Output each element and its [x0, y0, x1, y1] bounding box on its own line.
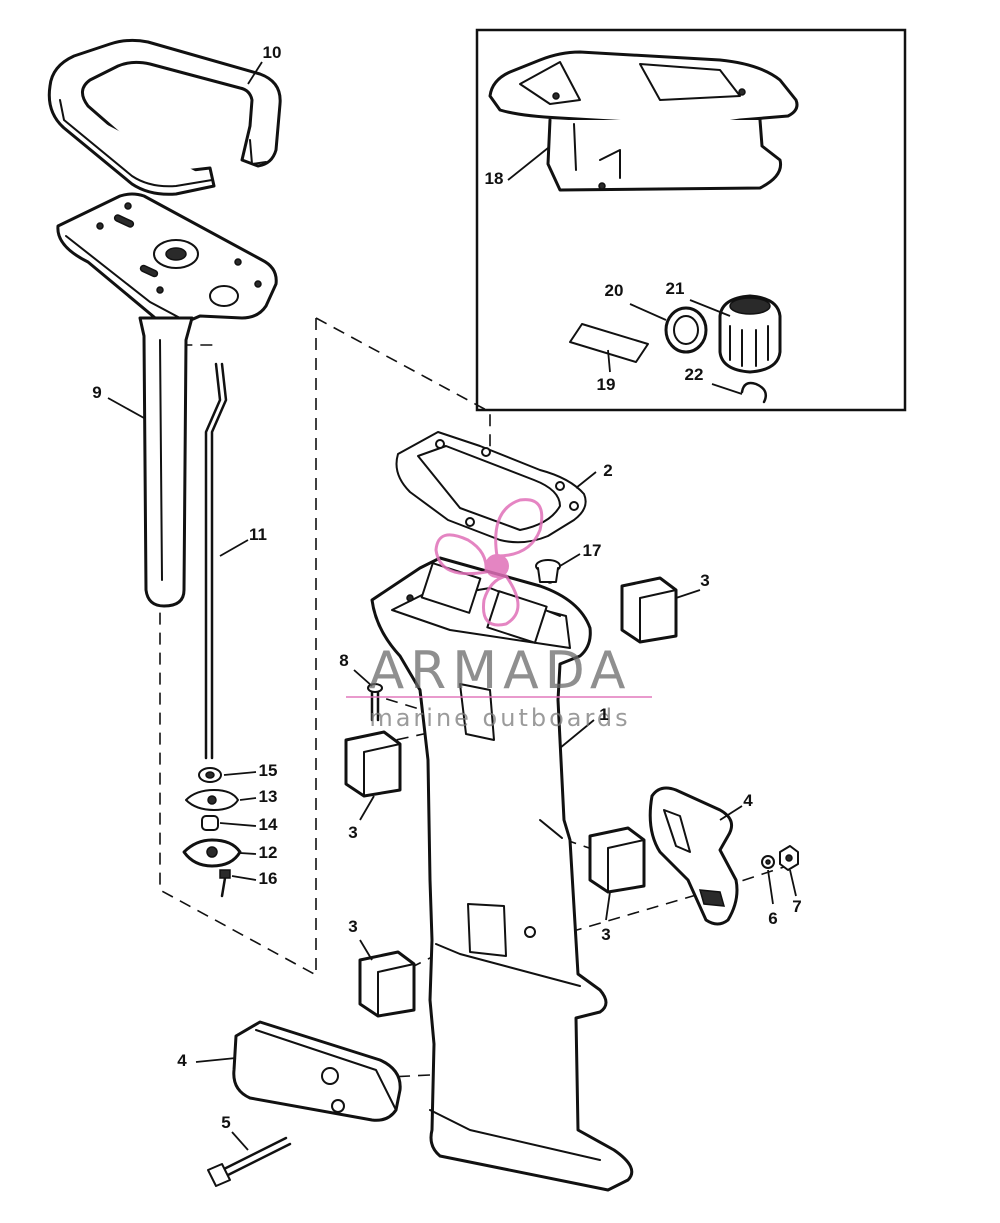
callout-c14: 14 [259, 815, 278, 834]
callout-c1: 1 [599, 705, 608, 724]
callout-c17: 17 [583, 541, 602, 560]
callout-c20: 20 [605, 281, 624, 300]
callout-c11: 11 [249, 525, 267, 544]
part-10-seal [47, 38, 282, 196]
callout-c21: 21 [666, 279, 685, 298]
callout-c10: 10 [263, 43, 282, 62]
callout-c18: 18 [485, 169, 504, 188]
callout-c3b: 3 [348, 823, 357, 842]
callout-c22: 22 [685, 365, 704, 384]
callout-c2: 2 [603, 461, 612, 480]
part-2-gasket [395, 431, 587, 544]
callout-c6: 6 [768, 909, 777, 928]
watermark-brand: ARMADA [369, 641, 632, 701]
parts-5-6-7-hardware [207, 845, 799, 1187]
callout-c8: 8 [339, 651, 348, 670]
watermark-logo: ARMADA marine outboards [346, 498, 652, 732]
callout-c4b: 4 [177, 1051, 187, 1070]
watermark-tagline: marine outboards [369, 704, 630, 732]
part-3-mounts [344, 576, 678, 1018]
callout-c13: 13 [259, 787, 278, 806]
part-4-clamps [232, 786, 739, 1122]
part-18-adaptor [488, 50, 799, 192]
callout-c3c: 3 [601, 925, 610, 944]
callout-c19: 19 [597, 375, 616, 394]
parts-19-22 [569, 294, 782, 404]
propeller-icon [434, 498, 544, 627]
callout-c12: 12 [259, 843, 278, 862]
callout-c3d: 3 [348, 917, 357, 936]
part-17-grommet [535, 559, 561, 583]
part-11-rod [204, 362, 228, 760]
callout-c4a: 4 [743, 791, 753, 810]
inset-frame [475, 28, 907, 412]
leader-lines [107, 61, 797, 1151]
parts-12-16-hardware [182, 767, 242, 898]
callout-c15: 15 [259, 761, 278, 780]
callout-c16: 16 [259, 869, 278, 888]
part-9-housing [56, 192, 278, 608]
callout-c7: 7 [792, 897, 801, 916]
callout-c3a: 3 [700, 571, 709, 590]
callout-c9: 9 [92, 383, 101, 402]
part-1-main-housing [370, 556, 634, 1192]
callout-c5: 5 [221, 1113, 230, 1132]
